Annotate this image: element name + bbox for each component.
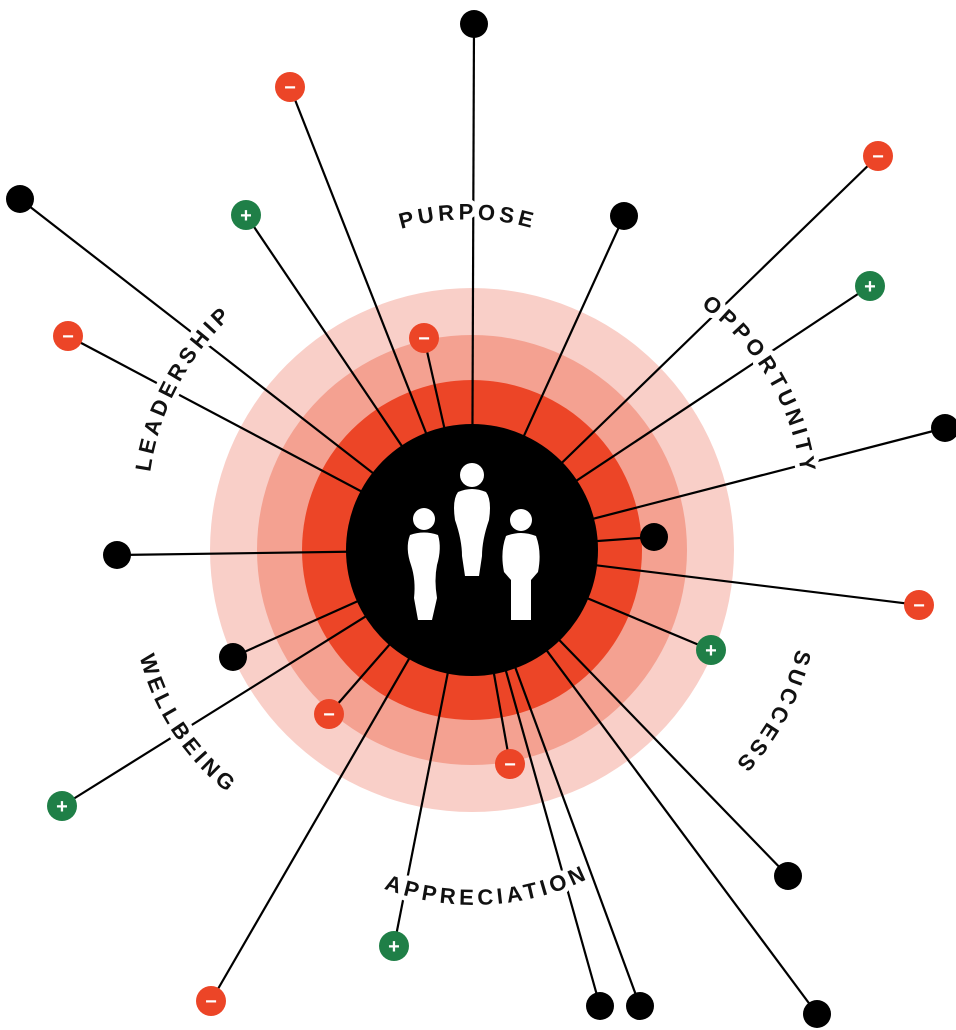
person-left-head bbox=[413, 508, 435, 530]
node-dot bbox=[103, 541, 131, 569]
negative-sign: − bbox=[284, 77, 296, 99]
person-center-head bbox=[460, 463, 484, 487]
positive-badge bbox=[47, 791, 77, 821]
positive-badge bbox=[696, 635, 726, 665]
node-dot-circle bbox=[626, 992, 654, 1020]
negative-badge bbox=[314, 699, 344, 729]
node-dot-circle bbox=[586, 992, 614, 1020]
person-left-body bbox=[407, 532, 440, 620]
node-dot bbox=[460, 10, 488, 38]
node-dot bbox=[6, 185, 34, 213]
negative-badge bbox=[53, 321, 83, 351]
negative-sign: − bbox=[62, 326, 74, 348]
minus-icon: − bbox=[314, 699, 344, 729]
node-dot bbox=[931, 414, 956, 442]
positive-sign: + bbox=[705, 640, 717, 662]
node-dot-circle bbox=[103, 541, 131, 569]
node-dot-circle bbox=[6, 185, 34, 213]
node-dot bbox=[586, 992, 614, 1020]
node-dot-circle bbox=[460, 10, 488, 38]
plus-icon: + bbox=[47, 791, 77, 821]
node-dot bbox=[626, 992, 654, 1020]
label-success: SUCCESS bbox=[730, 648, 816, 780]
negative-badge bbox=[495, 749, 525, 779]
label-opportunity: OPPORTUNITY bbox=[698, 290, 821, 477]
label-purpose: PURPOSE bbox=[396, 199, 540, 233]
minus-icon: − bbox=[904, 590, 934, 620]
positive-badge bbox=[231, 200, 261, 230]
node-dot bbox=[610, 202, 638, 230]
person-right-head bbox=[510, 509, 532, 531]
negative-sign: − bbox=[323, 704, 335, 726]
plus-icon: + bbox=[231, 200, 261, 230]
negative-badge bbox=[409, 323, 439, 353]
positive-sign: + bbox=[240, 205, 252, 227]
people-group-icon bbox=[407, 463, 540, 620]
node-dot-circle bbox=[610, 202, 638, 230]
negative-badge bbox=[275, 72, 305, 102]
label-wellbeing: WELLBEING bbox=[135, 651, 243, 799]
negative-badge bbox=[863, 141, 893, 171]
minus-icon: − bbox=[275, 72, 305, 102]
minus-icon: − bbox=[53, 321, 83, 351]
minus-icon: − bbox=[495, 749, 525, 779]
node-dot bbox=[219, 643, 247, 671]
minus-icon: − bbox=[196, 986, 226, 1016]
minus-icon: − bbox=[863, 141, 893, 171]
plus-icon: + bbox=[855, 271, 885, 301]
node-dot-circle bbox=[640, 523, 668, 551]
negative-sign: − bbox=[205, 991, 217, 1013]
node-dot-circle bbox=[931, 414, 956, 442]
node-dot bbox=[803, 1000, 831, 1028]
minus-icon: − bbox=[409, 323, 439, 353]
node-dot-circle bbox=[803, 1000, 831, 1028]
positive-sign: + bbox=[56, 796, 68, 818]
positive-sign: + bbox=[388, 936, 400, 958]
positive-sign: + bbox=[864, 276, 876, 298]
plus-icon: + bbox=[379, 931, 409, 961]
plus-icon: + bbox=[696, 635, 726, 665]
negative-badge bbox=[196, 986, 226, 1016]
node-dot-circle bbox=[774, 862, 802, 890]
negative-sign: − bbox=[418, 328, 430, 350]
negative-badge bbox=[904, 590, 934, 620]
node-dot bbox=[774, 862, 802, 890]
negative-sign: − bbox=[504, 754, 516, 776]
negative-sign: − bbox=[913, 595, 925, 617]
positive-badge bbox=[855, 271, 885, 301]
positive-badge bbox=[379, 931, 409, 961]
endpoint-nodes: − − + − + − − + − + − − + bbox=[6, 10, 956, 1028]
person-right-body bbox=[502, 533, 540, 620]
node-dot-circle bbox=[219, 643, 247, 671]
node-dot bbox=[640, 523, 668, 551]
person-center-body bbox=[454, 489, 490, 576]
negative-sign: − bbox=[872, 146, 884, 168]
